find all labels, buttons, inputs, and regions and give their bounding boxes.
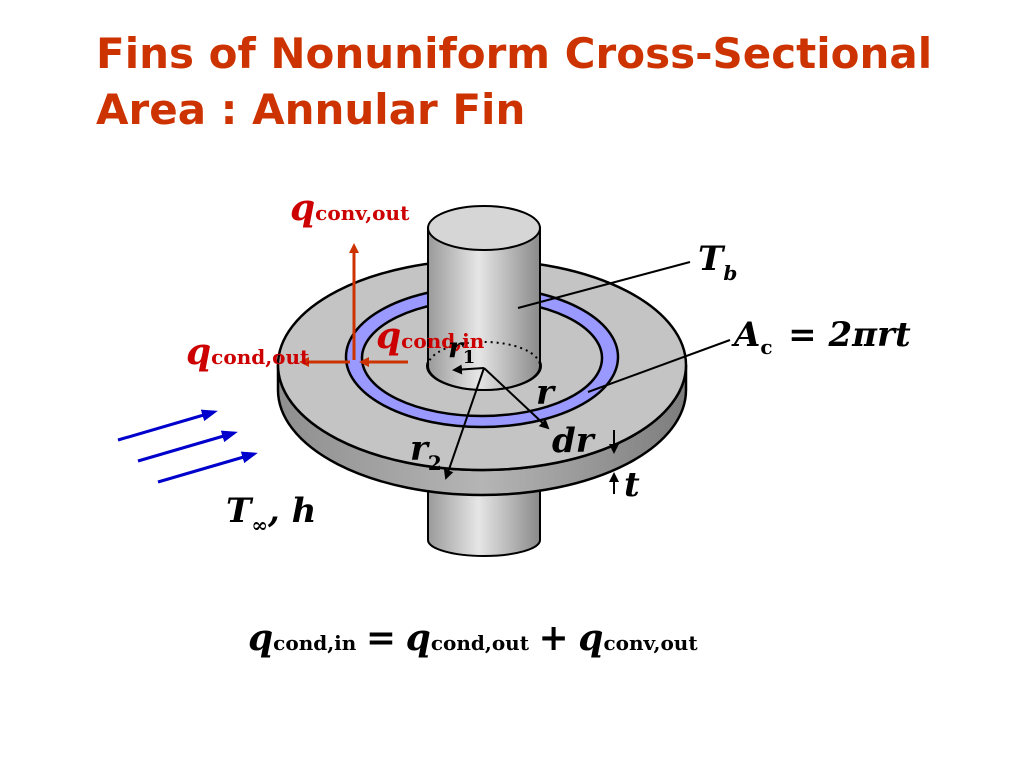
label-cross-section-area: Ac = 2πrt xyxy=(734,315,911,359)
eq-term1-sub: cond,out xyxy=(430,631,529,655)
eq-term2-q: q xyxy=(578,617,604,659)
energy-balance-equation: qcond,in = qcond,out + qconv,out xyxy=(248,620,698,656)
leader-lines xyxy=(517,261,731,393)
heat-flow-arrows xyxy=(299,243,408,367)
title-line-2: Area : Annular Fin xyxy=(96,85,526,134)
eq-equals: = xyxy=(365,617,397,659)
slide-title: Fins of Nonuniform Cross-Sectional Area … xyxy=(96,26,996,138)
eq-term2-sub: conv,out xyxy=(603,631,698,655)
label-r1: r1 xyxy=(448,331,476,368)
label-q-cond-in: qcond,in xyxy=(376,315,485,357)
label-ambient-conditions: T∞, h xyxy=(226,491,317,537)
eq-lhs-sub: cond,in xyxy=(273,631,357,655)
label-r: r xyxy=(536,373,554,413)
eq-plus: + xyxy=(538,617,569,659)
label-r2: r2 xyxy=(410,429,442,475)
label-q-cond-out: qcond,out xyxy=(186,331,310,373)
label-q-conv-out: qconv,out xyxy=(290,187,410,229)
label-dr: dr xyxy=(552,421,594,461)
eq-lhs-q: q xyxy=(248,617,274,659)
label-thickness: t xyxy=(624,465,640,505)
eq-term1-q: q xyxy=(405,617,431,659)
radius-lines xyxy=(443,364,550,480)
upper-cylinder xyxy=(427,205,541,391)
ambient-flow-arrows xyxy=(117,409,258,484)
label-base-temperature: Tb xyxy=(698,239,738,285)
title-line-1: Fins of Nonuniform Cross-Sectional xyxy=(96,29,933,78)
annular-element-ring xyxy=(344,285,620,429)
